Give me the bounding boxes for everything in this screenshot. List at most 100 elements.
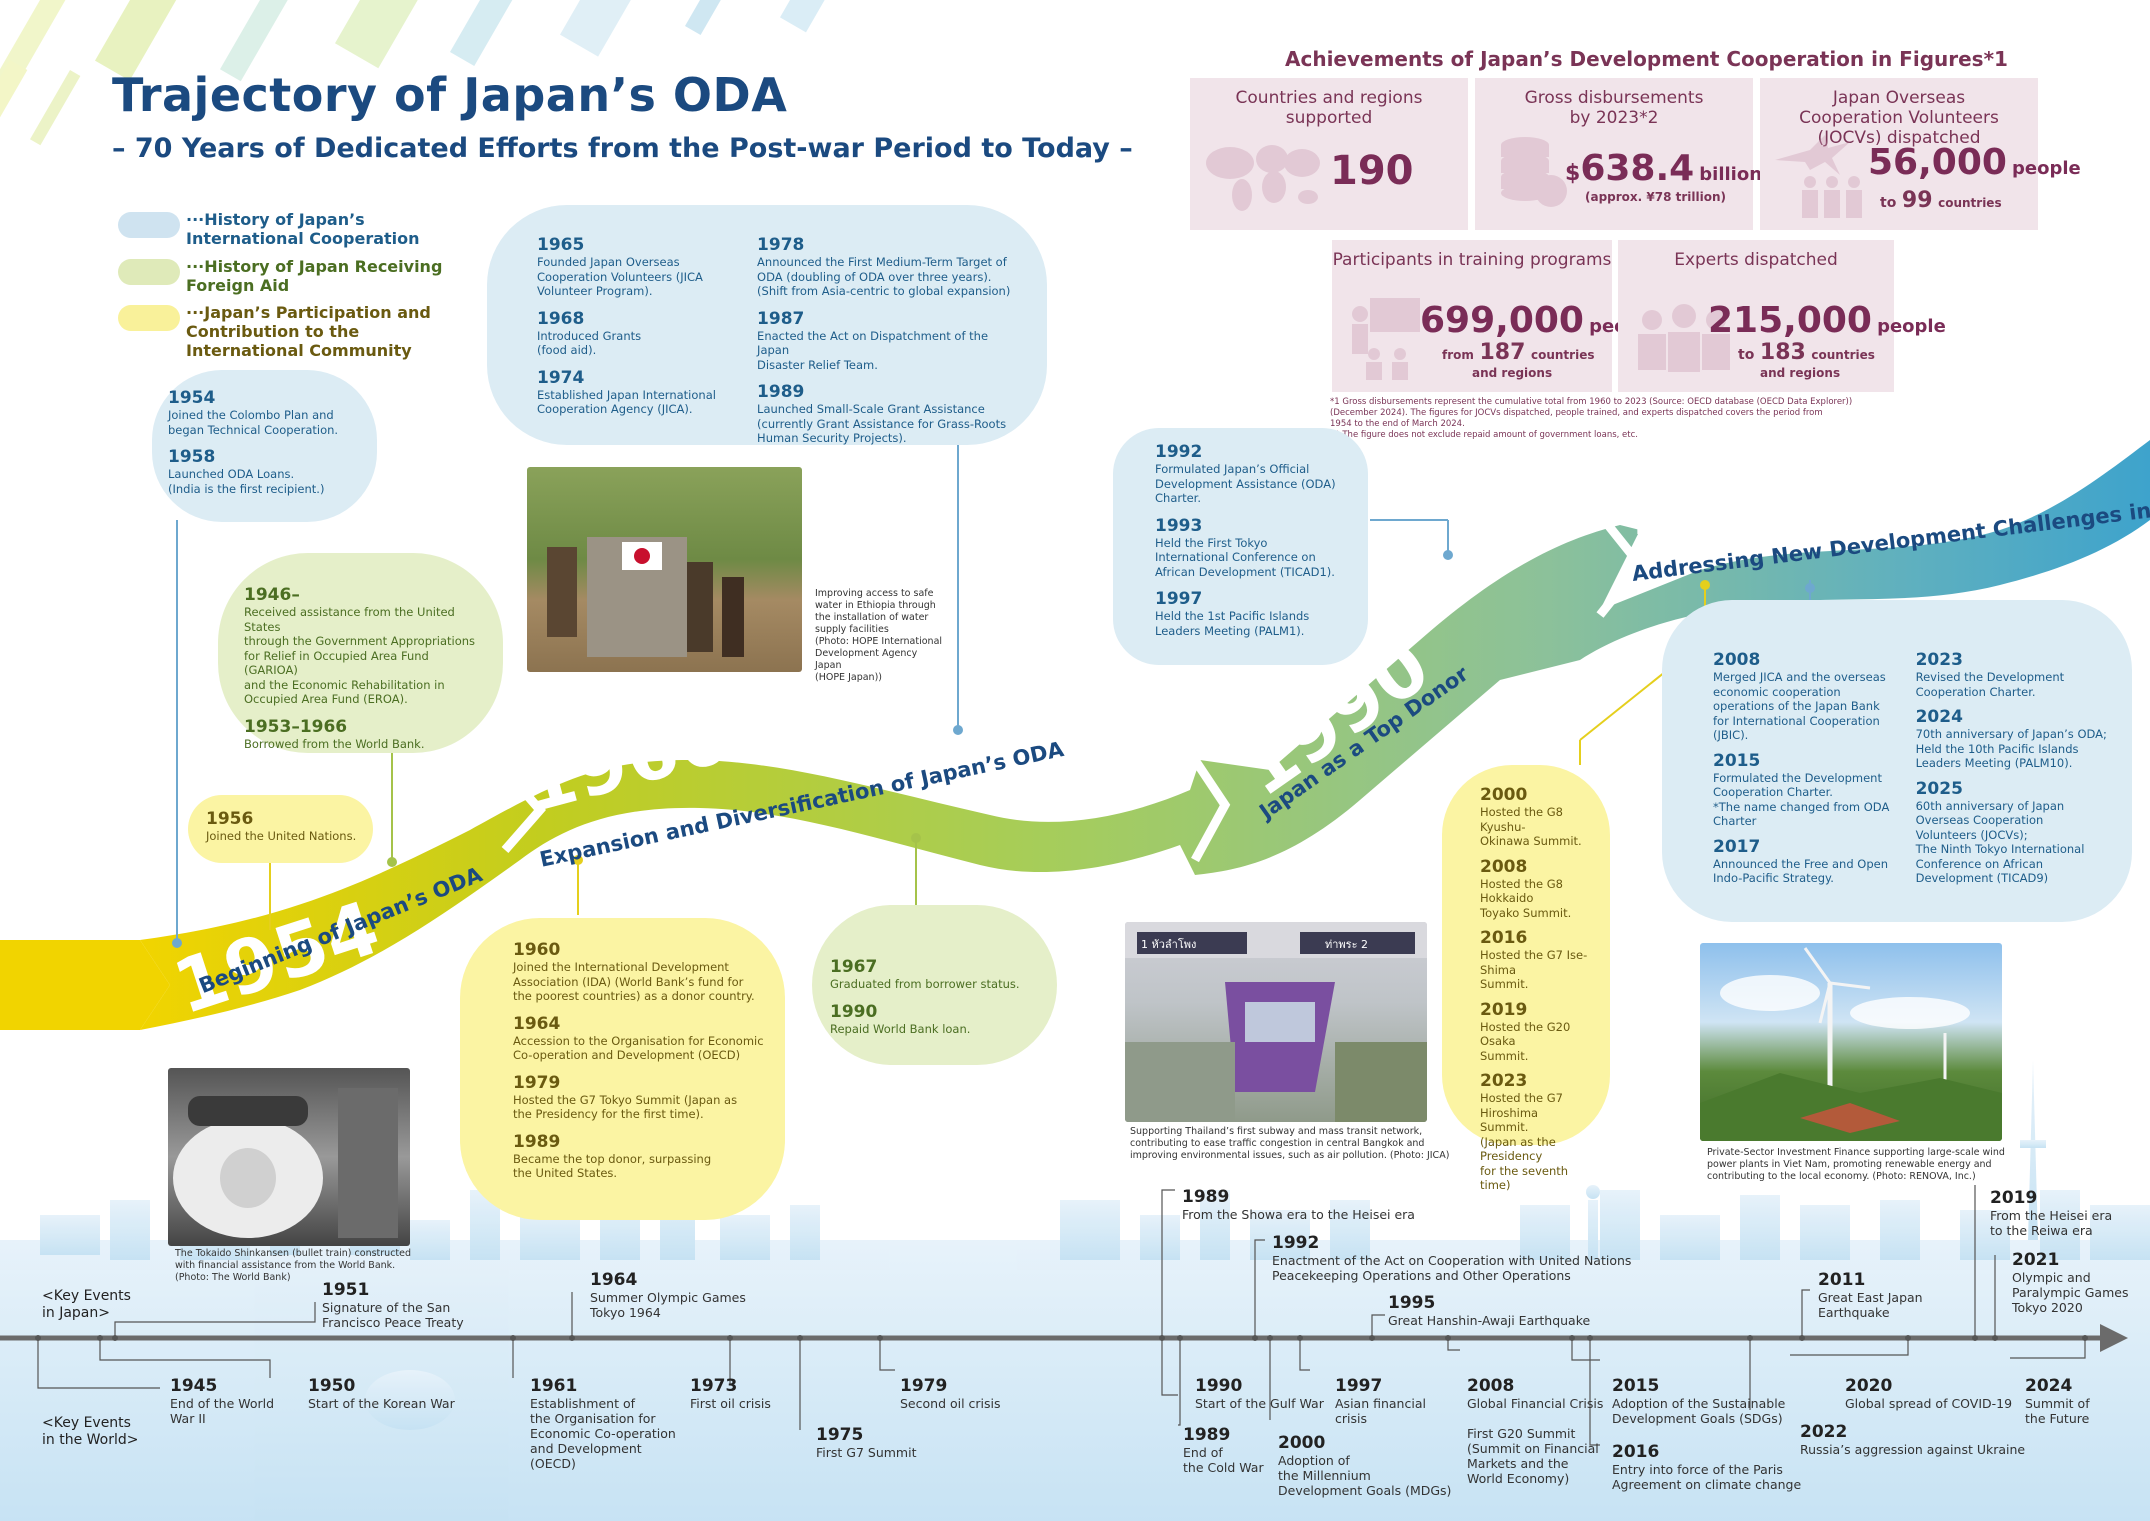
- event-year: 2011: [1818, 1270, 1866, 1290]
- photo-caption-ethiopia: Improving access to safe water in Ethiop…: [815, 588, 943, 683]
- photo-ethiopia-art: [547, 537, 744, 657]
- photo-caption-vietnam: Private-Sector Investment Finance suppor…: [1707, 1147, 2005, 1182]
- photo-vietnam: [1700, 943, 2002, 1141]
- stat-and-regions: and regions: [1760, 366, 1841, 380]
- stat-count-unit: countries: [1811, 348, 1875, 362]
- event-year: 1951: [322, 1280, 370, 1300]
- photo-bangkok-art: [1125, 922, 1427, 1122]
- event-text: Olympic and Paralympic Games Tokyo 2020: [2012, 1270, 2129, 1315]
- event-text: Formulated the Development Cooperation C…: [1713, 770, 1890, 829]
- stat-from: from: [1442, 348, 1474, 362]
- event-year: 2024: [1915, 707, 1963, 727]
- stat-countries: Countries and regions supported 190: [1190, 78, 1468, 230]
- event-year: 1974: [537, 367, 585, 388]
- stat-label: Gross disbursements by 2023*2: [1524, 88, 1704, 128]
- stat-jocv: Japan Overseas Cooperation Volunteers (J…: [1760, 78, 2081, 230]
- event-text: Asian financial crisis: [1335, 1396, 1426, 1426]
- stat-and-regions: and regions: [1472, 366, 1553, 380]
- page-title: Trajectory of Japan’s ODA: [112, 68, 788, 122]
- event-text: Signature of the San Francisco Peace Tre…: [322, 1300, 464, 1330]
- stat-note: (approx. ¥78 trillion): [1585, 190, 1727, 204]
- event-text: 70th anniversary of Japan’s ODA; Held th…: [1915, 727, 2107, 770]
- stat-unit: people: [2012, 158, 2081, 179]
- event-year: 1953–1966: [244, 716, 348, 737]
- photo-shinkansen-art: [173, 1088, 398, 1238]
- event-text: Entry into force of the Paris Agreement …: [1612, 1462, 1802, 1492]
- stat-label: Japan Overseas Cooperation Volunteers (J…: [1799, 88, 1999, 148]
- stat-count: 99: [1901, 188, 1933, 213]
- event-text: End of the World War II: [170, 1396, 275, 1426]
- era-year-2000: 2000: [1632, 472, 1826, 551]
- event: 1946–Received assistance from the United…: [244, 585, 483, 707]
- stat-experts: Experts dispatched 215,000 people to 183…: [1618, 240, 1946, 392]
- legend-item-participation: ···Japan’s Participation and Contributio…: [118, 303, 476, 360]
- timeline-header-world: <Key Events in the World>: [42, 1415, 139, 1448]
- event-year: 2023: [1480, 1071, 1528, 1091]
- page-subtitle: – 70 Years of Dedicated Efforts from the…: [112, 133, 1133, 164]
- coins-icon: [1501, 137, 1567, 207]
- event-text: Received assistance from the United Stat…: [244, 605, 476, 706]
- event-text: End of the Cold War: [1183, 1445, 1264, 1475]
- stat-training: Participants in training programs 699,00…: [1332, 240, 1658, 392]
- event-text: Held the First Tokyo International Confe…: [1155, 535, 1335, 579]
- event-year: 1990: [830, 1001, 878, 1022]
- event-year: 1961: [530, 1376, 578, 1396]
- event-year: 1973: [690, 1376, 738, 1396]
- event-text: Accession to the Organisation for Econom…: [513, 1033, 764, 1063]
- event-year: 2019: [1990, 1188, 2038, 1208]
- event-year: 1960: [513, 940, 561, 960]
- event-year: 2020: [1845, 1376, 1893, 1396]
- station-sign-right: ท่าพระ 2: [1325, 938, 1368, 951]
- event-text: Hosted the G7 Ise-Shima Summit.: [1480, 948, 1588, 991]
- event-year: 1989: [1182, 1187, 1230, 1207]
- event-year: 1990: [1195, 1376, 1243, 1396]
- legend-swatch-green: [118, 259, 180, 285]
- event-text: Start of the Korean War: [308, 1396, 455, 1411]
- event-text: Hosted the G7 Tokyo Summit (Japan as the…: [513, 1092, 738, 1122]
- event-year: 1946–: [244, 585, 300, 605]
- photo-bangkok: 1 หัวลำโพง ท่าพระ 2: [1125, 922, 1427, 1122]
- event-year: 2008: [1480, 856, 1528, 877]
- stat-to: to: [1738, 347, 1755, 363]
- stat-gross: Gross disbursements by 2023*2 $638.4 bil…: [1475, 78, 1762, 230]
- experts-icon: [1638, 304, 1730, 372]
- event-year: 2000: [1480, 785, 1528, 805]
- event-text: Borrowed from the World Bank.: [244, 736, 425, 751]
- event-text: Held the 1st Pacific Islands Leaders Mee…: [1155, 609, 1310, 638]
- event-text: Second oil crisis: [900, 1396, 1001, 1411]
- event-text: Announced the First Medium-Term Target o…: [757, 255, 1011, 298]
